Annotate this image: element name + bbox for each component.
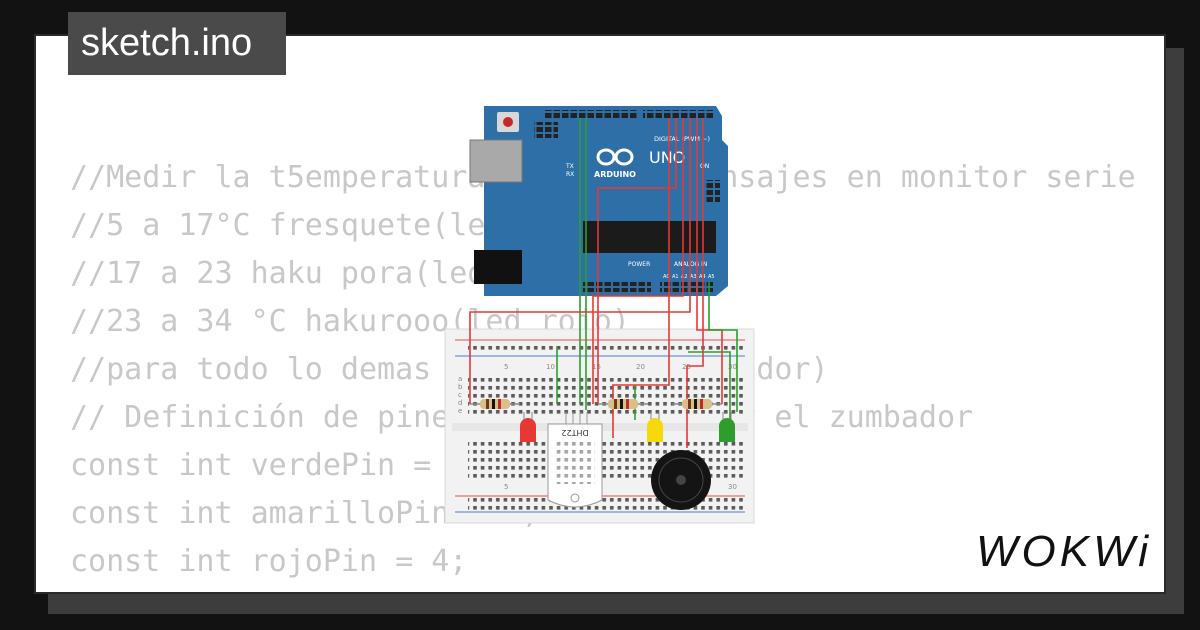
column-number: 5 <box>504 483 508 491</box>
sensor-label: DHT22 <box>561 428 588 437</box>
board-brand-label: ARDUINO <box>594 170 636 179</box>
rx-label: RX <box>566 171 574 178</box>
row-letter: a <box>458 375 462 383</box>
power-jack <box>474 250 522 284</box>
digital-header-label: DIGITAL (PWM ~) <box>654 135 710 143</box>
row-letter: b <box>458 383 463 391</box>
board-model-label: UNO <box>649 148 685 167</box>
pin-label: A1 <box>672 274 679 280</box>
column-number: 30 <box>728 363 737 371</box>
pin-label: A5 <box>708 274 715 280</box>
sketch-title-tab: sketch.ino <box>68 12 286 75</box>
pin-label: A2 <box>681 274 688 280</box>
wokwi-logo: WOKWi <box>976 527 1153 576</box>
yellow-led <box>647 418 663 442</box>
row-letter: c <box>458 391 462 399</box>
pin-label: A0 <box>663 274 670 280</box>
pin-label: A3 <box>690 274 697 280</box>
resistors <box>470 399 722 409</box>
microcontroller-chip <box>583 221 716 253</box>
column-number: 20 <box>636 363 645 371</box>
tx-label: TX <box>565 163 574 170</box>
power-header-label: POWER <box>628 261 650 268</box>
code-line: const int rojoPin = 4; <box>70 544 468 579</box>
column-number: 5 <box>504 363 508 371</box>
arduino-logo-icon <box>596 148 634 166</box>
on-label: ON <box>700 163 709 170</box>
row-letter: e <box>458 407 462 415</box>
column-number: 10 <box>546 363 555 371</box>
buzzer <box>651 450 711 510</box>
column-number: 30 <box>728 483 737 491</box>
dht22-sensor: DHT22 <box>547 412 603 508</box>
column-number: 15 <box>592 363 601 371</box>
usb-port <box>469 139 523 183</box>
row-letter: d <box>458 399 462 407</box>
wires <box>469 118 738 448</box>
red-led <box>520 418 536 442</box>
green-led <box>719 418 735 442</box>
leds <box>520 412 735 442</box>
code-line: const int amarilloPin = 3; <box>70 496 540 531</box>
